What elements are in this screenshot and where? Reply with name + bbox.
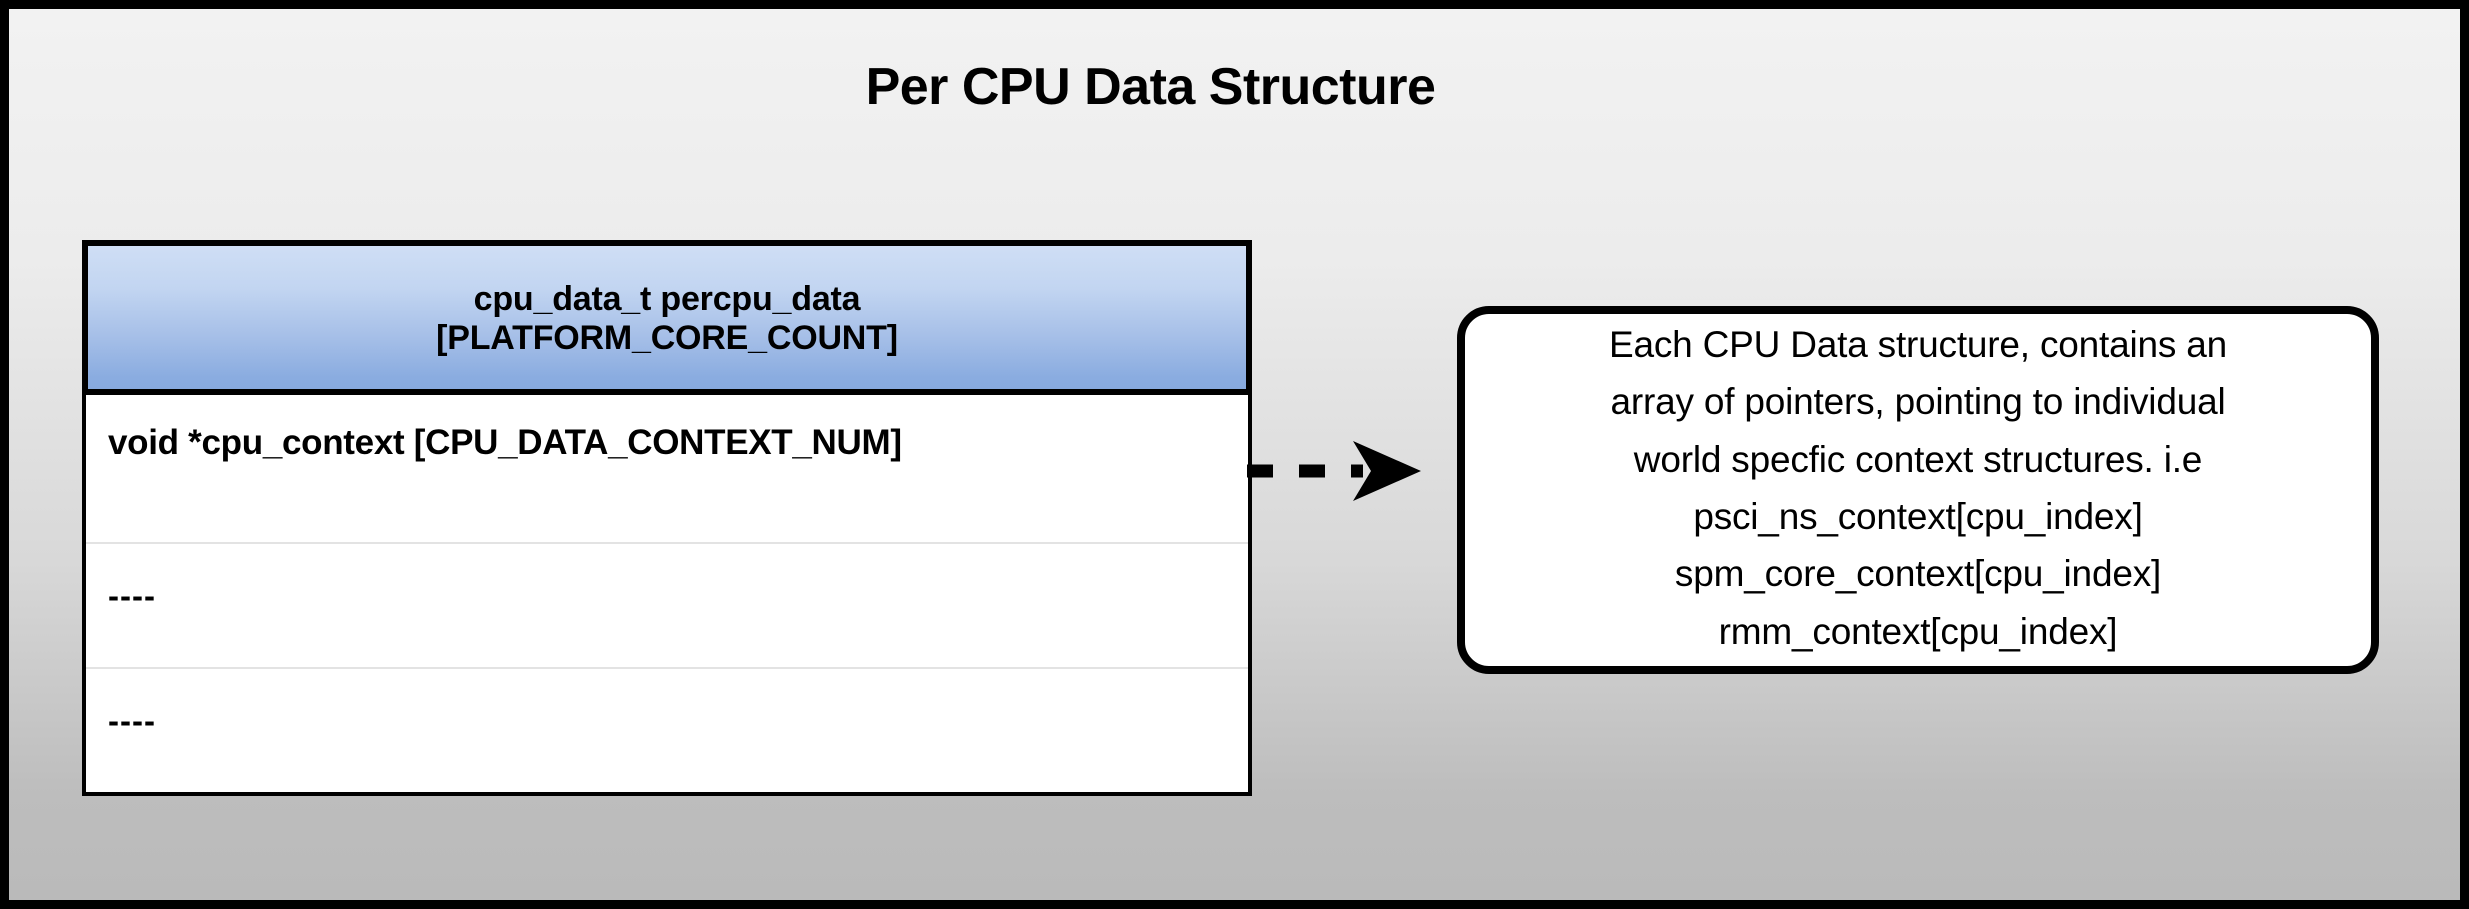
note-line: psci_ns_context[cpu_index] bbox=[1693, 496, 2143, 537]
struct-header-line-2: [PLATFORM_CORE_COUNT] bbox=[436, 318, 898, 357]
struct-field-label: ---- bbox=[108, 702, 156, 739]
table-row: void *cpu_context [CPU_DATA_CONTEXT_NUM] bbox=[86, 395, 1248, 542]
note-line: world specfic context structures. i.e bbox=[1633, 438, 2203, 480]
page-title: Per CPU Data Structure bbox=[865, 58, 1436, 116]
connector-arrowhead bbox=[1353, 441, 1421, 501]
struct-table-header: cpu_data_t percpu_data [PLATFORM_CORE_CO… bbox=[82, 240, 1252, 395]
note-line: rmm_context[cpu_index] bbox=[1718, 610, 2118, 652]
dashed-arrow-icon bbox=[1247, 441, 1421, 501]
struct-table-body: void *cpu_context [CPU_DATA_CONTEXT_NUM]… bbox=[82, 395, 1252, 796]
note-line: Each CPU Data structure, contains an bbox=[1609, 323, 2227, 365]
table-row: ---- bbox=[86, 667, 1248, 792]
struct-header-line-1: cpu_data_t percpu_data bbox=[473, 279, 861, 318]
note-line: array of pointers, pointing to individua… bbox=[1610, 381, 2226, 423]
struct-field-label: void *cpu_context [CPU_DATA_CONTEXT_NUM] bbox=[108, 423, 902, 462]
note-callout: Each CPU Data structure, contains an arr… bbox=[1457, 306, 2379, 674]
note-line: spm_core_context[cpu_index] bbox=[1674, 553, 2162, 595]
struct-field-label: ---- bbox=[108, 577, 156, 614]
percpu-struct-table: cpu_data_t percpu_data [PLATFORM_CORE_CO… bbox=[82, 240, 1252, 796]
table-row: ---- bbox=[86, 542, 1248, 667]
